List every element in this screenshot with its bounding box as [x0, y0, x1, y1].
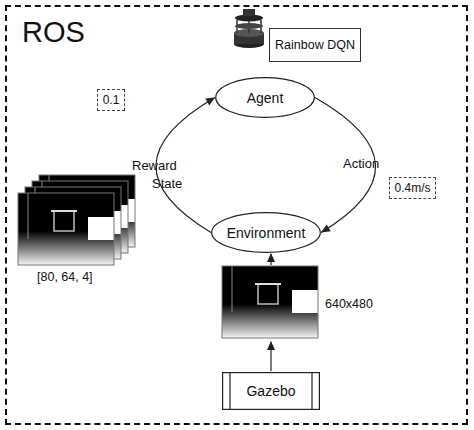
node-label: 0.4m/s — [394, 181, 430, 195]
depth-image — [222, 266, 318, 338]
ellipse-node: Environment — [211, 212, 321, 253]
process-box: Rainbow DQN — [269, 28, 361, 62]
text-label: [80, 64, 4] — [37, 270, 93, 284]
robot-icon — [234, 9, 264, 48]
node-label: Gazebo — [246, 383, 295, 399]
text-label: 640x480 — [325, 297, 373, 311]
frame-title: ROS — [22, 16, 85, 49]
value-box: 0.1 — [97, 89, 125, 111]
curved-arrow — [156, 98, 215, 233]
node-label: Environment — [227, 225, 306, 241]
process-box: Gazebo — [222, 372, 320, 410]
text-label: State — [152, 176, 182, 191]
node-label: 0.1 — [103, 93, 120, 107]
flow-arrow — [270, 254, 271, 265]
edge-label: Reward — [132, 158, 177, 173]
value-box: 0.4m/s — [389, 177, 436, 199]
node-label: Agent — [247, 90, 284, 106]
ellipse-node: Agent — [215, 77, 315, 118]
edge-label: Action — [343, 156, 379, 171]
ros-frame: ROS Rainbow DQN Agent 0.1 0.4m/sEnvironmentG… — [5, 5, 468, 425]
node-label: Rainbow DQN — [275, 38, 355, 52]
depth-image-stack — [18, 175, 135, 265]
curved-arrow — [315, 98, 376, 233]
flow-arrow — [270, 342, 271, 371]
